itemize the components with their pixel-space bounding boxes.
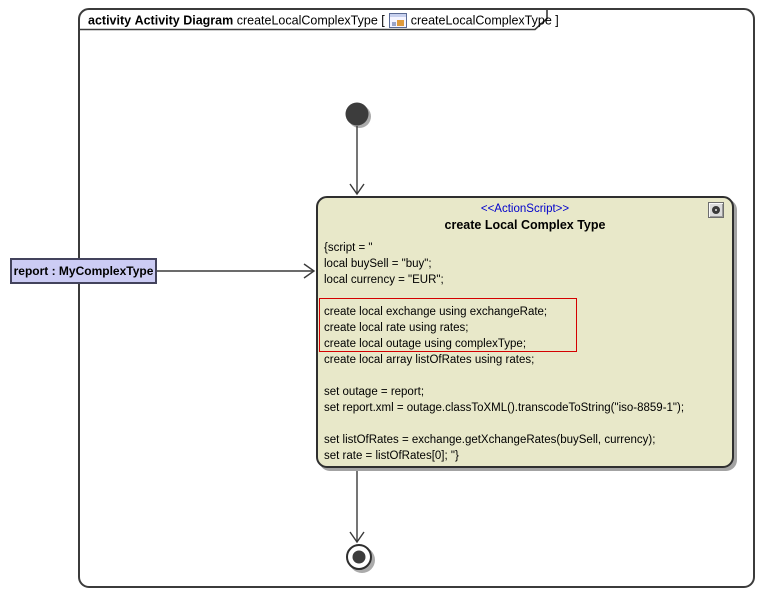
script-line: set rate = listOfRates[0]; "}: [324, 450, 459, 462]
script-line: local buySell = "buy";: [324, 258, 432, 270]
diagram-icon-titlebar: [389, 14, 406, 18]
frame-ref-name: createLocalComplexType: [410, 13, 552, 28]
action-stereotype: <<ActionScript>>: [480, 203, 570, 215]
script-line: set listOfRates = exchange.getXchangeRat…: [324, 434, 656, 446]
diagram-frame: [78, 8, 755, 588]
script-line: local currency = "EUR";: [324, 274, 444, 286]
action-script-body: {script = " local buySell = "buy"; local…: [324, 240, 728, 464]
gear-icon: [712, 206, 720, 214]
diagram-icon-glyph-2: [391, 22, 396, 27]
behavior-gear-icon[interactable]: [708, 202, 724, 218]
frame-title: activity Activity Diagram createLocalCom…: [88, 12, 559, 29]
script-line: set outage = report;: [324, 386, 425, 398]
frame-bracket-open: [: [381, 13, 385, 28]
diagram-icon-glyph: [396, 20, 404, 27]
script-line: {script = ": [324, 242, 373, 254]
frame-diagram-type: Activity Diagram: [134, 13, 234, 28]
frame-bracket-close: ]: [555, 13, 559, 28]
frame-keyword: activity: [88, 13, 132, 28]
script-line: create local outage using complexType;: [324, 338, 527, 350]
script-line: create local rate using rates;: [324, 322, 469, 334]
script-line: [324, 416, 728, 432]
script-line: create local exchange using exchangeRate…: [324, 306, 548, 318]
activity-parameter-node-report[interactable]: report : MyComplexType: [10, 258, 157, 284]
script-line: [324, 368, 728, 384]
script-line: set report.xml = outage.classToXML().tra…: [324, 402, 685, 414]
activity-diagram-icon: [388, 13, 407, 29]
gear-icon-center: [715, 209, 717, 211]
action-name: create Local Complex Type: [444, 218, 606, 232]
script-line: [324, 288, 728, 304]
action-node-create-local-complex-type[interactable]: <<ActionScript>> create Local Complex Ty…: [316, 196, 734, 468]
script-line: create local array listOfRates using rat…: [324, 354, 535, 366]
frame-diagram-name: createLocalComplexType: [236, 13, 378, 28]
